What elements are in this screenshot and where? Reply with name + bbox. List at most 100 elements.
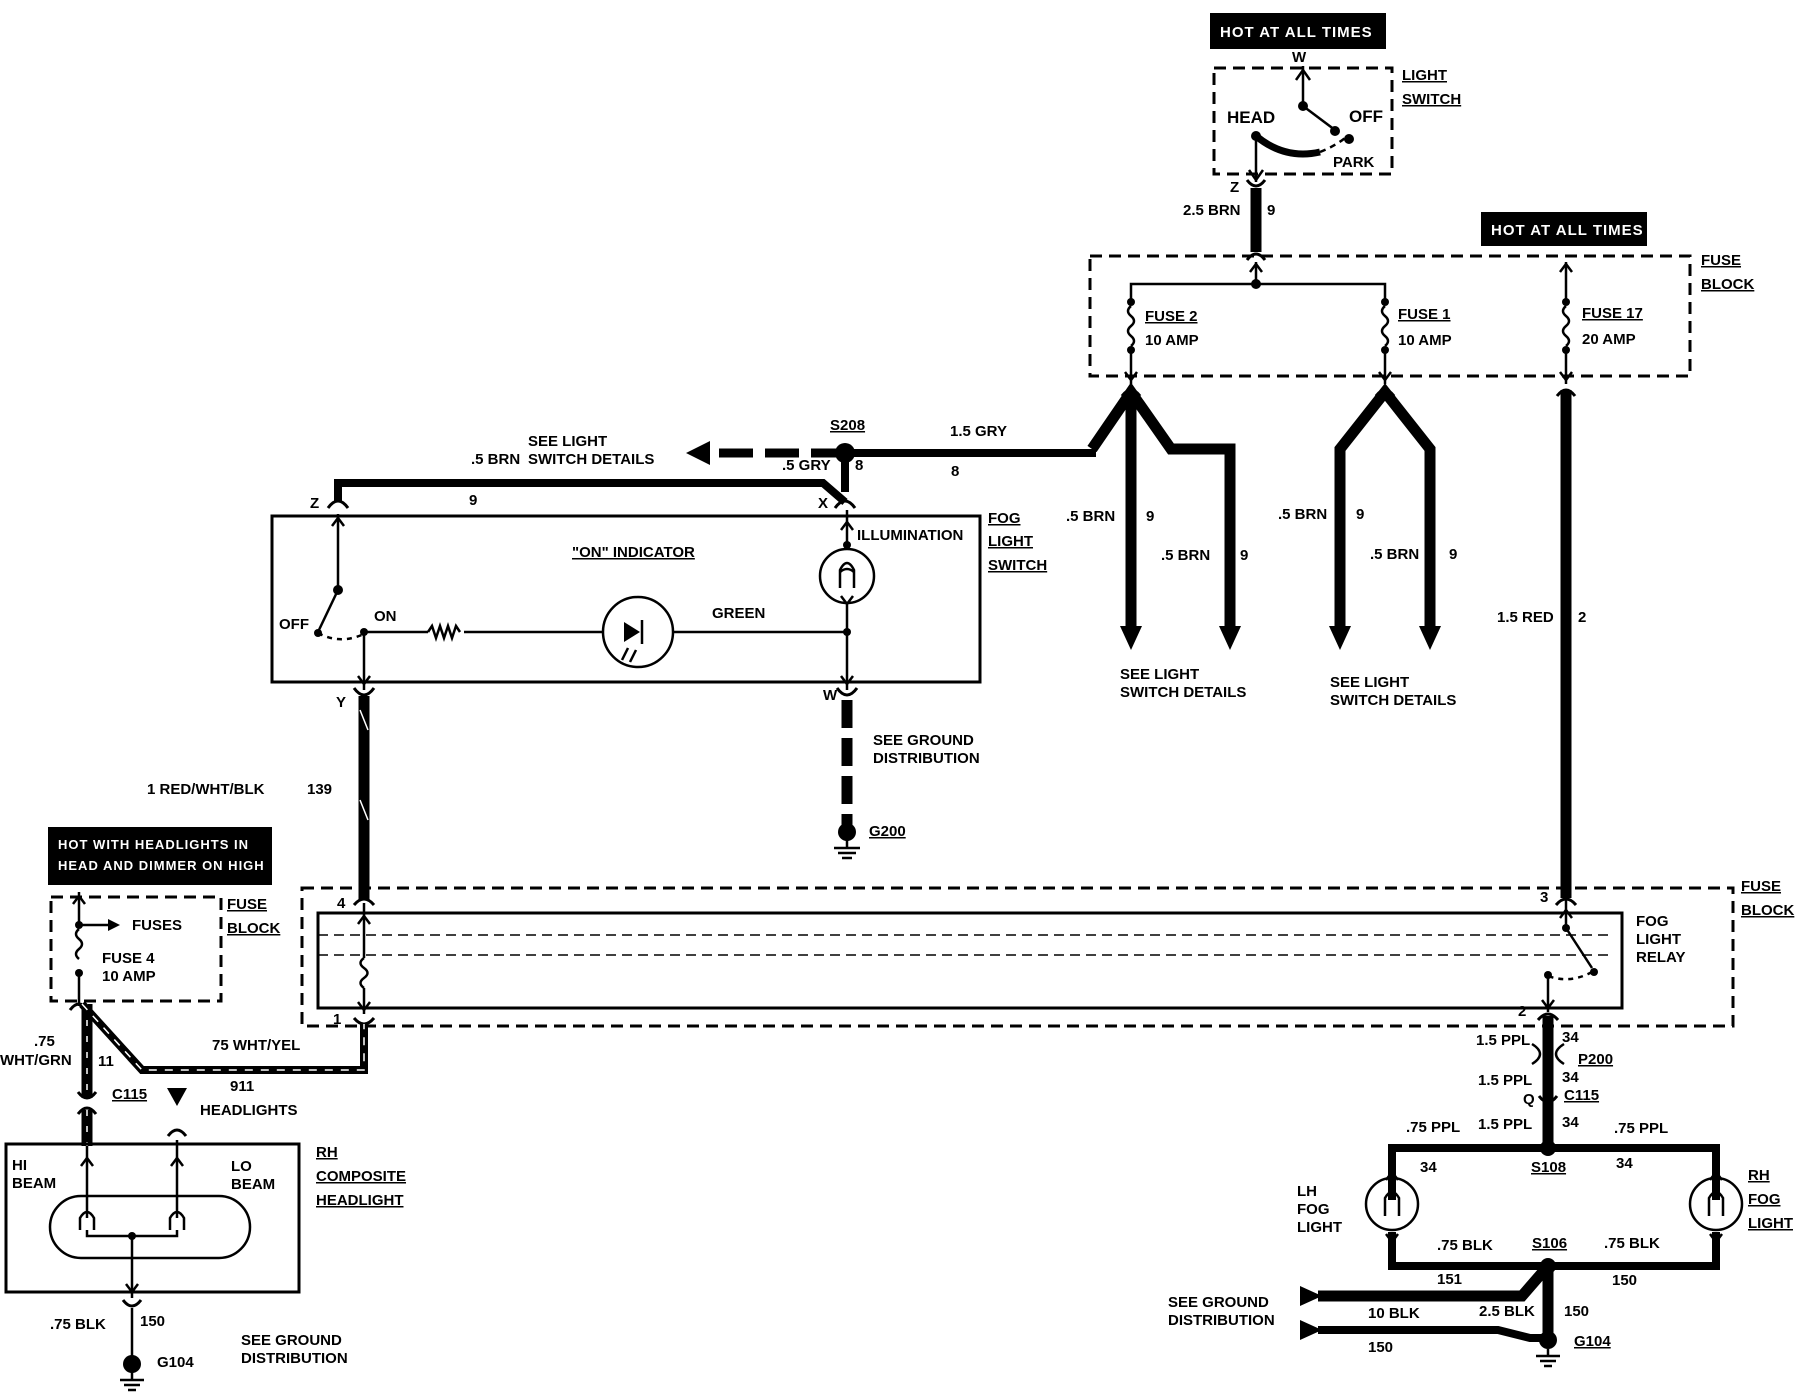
rh-fog-light-title-2: FOG	[1748, 1191, 1781, 1208]
rh-fog-light-title-1: RH	[1748, 1167, 1770, 1184]
fog-output-wire-1: 1.5 PPL	[1476, 1032, 1530, 1049]
fuse-block-top-title-1: FUSE	[1701, 252, 1741, 269]
headlight-ground-wire: .75 BLK	[50, 1316, 106, 1333]
fog-switch-ground-see-2: DISTRIBUTION	[873, 750, 980, 767]
light-switch-pin-w: W	[1292, 49, 1307, 66]
fog-switch-illumination: ILLUMINATION	[857, 527, 963, 544]
gray-wire-to-s208	[686, 441, 1096, 492]
fuse-2-branch-b-circuit: 9	[1240, 547, 1248, 564]
fog-switch-box	[270, 514, 982, 684]
fuse-block-bus	[1129, 261, 1573, 300]
rh-fog-wire: .75 PPL	[1614, 1120, 1668, 1137]
fog-circuit-150-right: 150	[1612, 1272, 1637, 1289]
left-wire-circuit: 11	[98, 1053, 114, 1070]
fuse-2-rating: 10 AMP	[1145, 332, 1199, 349]
relay-block-title-1: FUSE	[1741, 878, 1781, 895]
fuse-2-branch-a-circuit: 9	[1146, 508, 1154, 525]
fog-switch-ground-wire	[834, 687, 860, 860]
fog-switch-pin-x: X	[818, 495, 828, 512]
fog-light-relay-box	[316, 911, 1624, 1010]
fuse-1-branch-a-wire: .5 BRN	[1278, 506, 1327, 523]
s208-label: S208	[830, 417, 865, 434]
headlight-ground-g104: G104	[157, 1354, 194, 1371]
fuse-17-name: FUSE 17	[1582, 305, 1643, 322]
s208-gray-in-circuit: 8	[951, 463, 959, 480]
left-fuse-block-title-1: FUSE	[227, 896, 267, 913]
fuse-1-symbol	[1378, 298, 1392, 384]
fuse-1-output-wires	[1329, 383, 1441, 650]
s208-gray-in-wire: 1.5 GRY	[950, 423, 1007, 440]
fog-output-wire-3: 1.5 PPL	[1478, 1116, 1532, 1133]
fuse-1-rating: 10 AMP	[1398, 332, 1452, 349]
relay-feed-wire	[352, 687, 376, 900]
fog-switch-pin-w: W	[823, 687, 838, 704]
relay-contact	[1541, 897, 1598, 1012]
fuse-2-branch-b-wire: .5 BRN	[1161, 547, 1210, 564]
fuse-1-see-2: SWITCH DETAILS	[1330, 692, 1456, 709]
fog-switch-green: GREEN	[712, 605, 765, 622]
s208-gray-out-wire: .5 GRY	[782, 457, 831, 474]
fog-switch-on-indicator: "ON" INDICATOR	[572, 544, 695, 561]
fuse-block-top-title-2: BLOCK	[1701, 276, 1754, 293]
fuse-block-top-box	[1088, 254, 1692, 378]
s108-label: S108	[1531, 1159, 1566, 1176]
fog-switch-top-wire	[326, 479, 857, 509]
s208-see-2: SWITCH DETAILS	[528, 451, 654, 468]
left-fuses-label: FUSES	[132, 917, 182, 934]
light-switch-wire-out: 2.5 BRN	[1183, 202, 1241, 219]
relay-title-2: LIGHT	[1636, 931, 1681, 948]
fog-circuit-150-mid: 150	[1564, 1303, 1589, 1320]
fuse-2-see-2: SWITCH DETAILS	[1120, 684, 1246, 701]
fuse-1-branch-b-circuit: 9	[1449, 546, 1457, 563]
headlight-bulb	[48, 1140, 252, 1298]
s106-label: S106	[1532, 1235, 1567, 1252]
fog-switch-title-1: FOG	[988, 510, 1021, 527]
lh-fog-blk-wire: .75 BLK	[1437, 1237, 1493, 1254]
fog-output-pin-q: Q	[1523, 1091, 1535, 1108]
lh-fog-light-title-3: LIGHT	[1297, 1219, 1342, 1236]
lh-fog-light-title-2: FOG	[1297, 1201, 1330, 1218]
light-switch-off: OFF	[1349, 107, 1383, 126]
rh-headlight-title-1: RH	[316, 1144, 338, 1161]
fuse-1-name: FUSE 1	[1398, 306, 1451, 323]
fog-switch-on: ON	[374, 608, 397, 625]
left-fuse-block-title-2: BLOCK	[227, 920, 280, 937]
fuse-1-see-1: SEE LIGHT	[1330, 674, 1409, 691]
lh-fog-circuit: 34	[1420, 1159, 1437, 1176]
relay-feed-wire-label: 1 RED/WHT/BLK	[147, 781, 265, 798]
headlight-ground-see-1: SEE GROUND	[241, 1332, 342, 1349]
fog-output-circ-2: 34	[1562, 1069, 1579, 1086]
p200-label: P200	[1578, 1051, 1613, 1068]
rh-headlight-title-2: COMPOSITE	[316, 1168, 406, 1185]
fuse-17-wire-label: 1.5 RED	[1497, 609, 1554, 626]
fuse-2-symbol	[1124, 298, 1138, 384]
svg-text:HOT WITH HEADLIGHTS IN: HOT WITH HEADLIGHTS IN	[58, 837, 249, 852]
headlights-label: HEADLIGHTS	[200, 1102, 298, 1119]
c115-connector-left	[76, 1088, 188, 1146]
rh-composite-headlight-box	[4, 1142, 301, 1294]
fog-circuit-150-bottom: 150	[1368, 1339, 1393, 1356]
light-switch-park: PARK	[1333, 154, 1375, 171]
yel-wire-label: 75 WHT/YEL	[212, 1037, 300, 1054]
light-switch-box	[1212, 66, 1394, 176]
fog-switch-contact	[314, 514, 428, 690]
fog-wire-2-5-blk: 2.5 BLK	[1479, 1303, 1535, 1320]
fuse-17-symbol	[1559, 298, 1573, 384]
lo-beam-label-1: LO	[231, 1158, 252, 1175]
relay-title-3: RELAY	[1636, 949, 1685, 966]
fog-switch-off: OFF	[279, 616, 309, 633]
s208-brn-wire: .5 BRN	[471, 451, 520, 468]
relay-block-title-2: BLOCK	[1741, 902, 1794, 919]
fog-circuit-151: 151	[1437, 1271, 1462, 1288]
rh-fog-blk-wire: .75 BLK	[1604, 1235, 1660, 1252]
fuse-block-hot-label: HOT AT ALL TIMES	[1481, 212, 1647, 246]
fuse-17-output-wire	[1555, 388, 1577, 898]
light-switch-pin-z: Z	[1230, 179, 1239, 196]
light-switch-head: HEAD	[1227, 108, 1275, 127]
light-switch-output-wire	[1245, 179, 1267, 261]
light-switch-title-2: SWITCH	[1402, 91, 1461, 108]
fuse-1-branch-b-wire: .5 BRN	[1370, 546, 1419, 563]
fuse-17-rating: 20 AMP	[1582, 331, 1636, 348]
headlight-hot-label: HOT WITH HEADLIGHTS IN HEAD AND DIMMER O…	[48, 827, 272, 885]
